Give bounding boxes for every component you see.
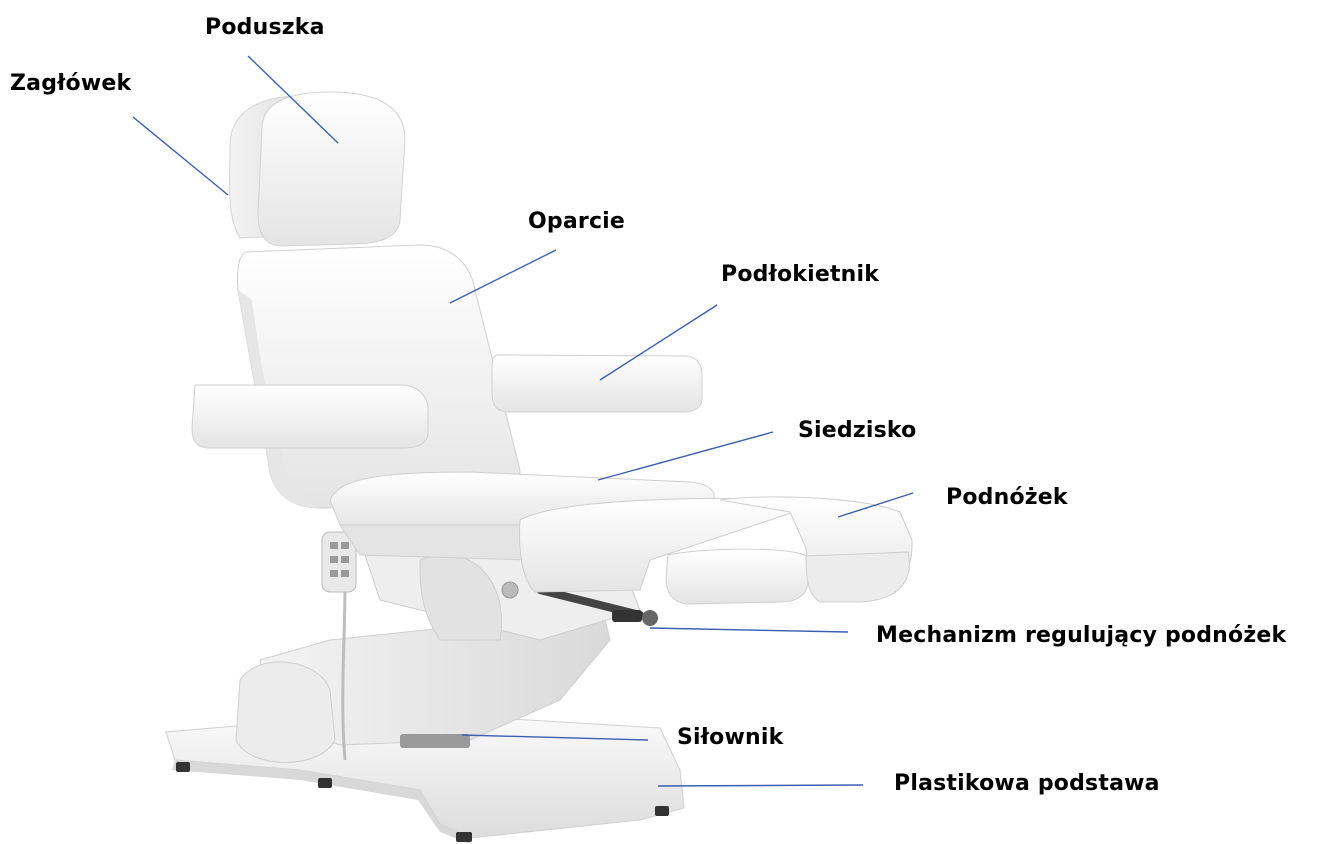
label-poduszka: Poduszka [205,15,325,40]
leader-line-podstawa [658,785,863,786]
leader-line-podlokietnik [600,305,717,380]
leader-line-oparcie [450,250,556,303]
leader-line-zaglowek [133,117,228,195]
label-mechanizm: Mechanizm regulujący podnóżek [876,623,1286,648]
leader-line-siedzisko [598,432,773,480]
leader-line-mechanizm [650,628,848,632]
label-podlokietnik: Podłokietnik [721,262,879,287]
label-podnozek: Podnóżek [946,485,1068,510]
leader-line-silownik [462,735,648,740]
label-podstawa: Plastikowa podstawa [894,771,1160,796]
label-silownik: Siłownik [677,725,783,750]
leader-line-podnozek [838,493,913,517]
label-oparcie: Oparcie [528,209,625,234]
label-zaglowek: Zagłówek [10,71,131,96]
leader-line-poduszka [248,56,338,143]
label-siedzisko: Siedzisko [798,418,916,443]
